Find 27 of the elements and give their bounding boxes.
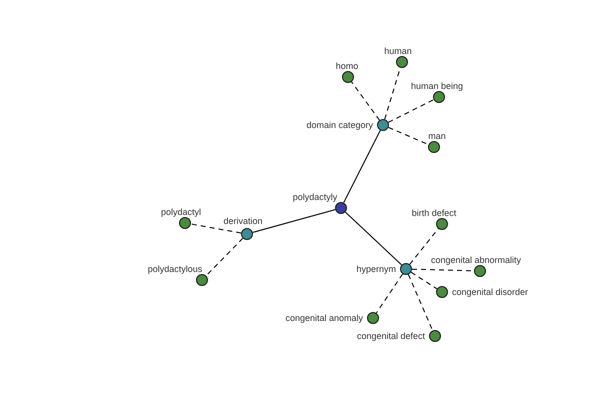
node-label: polydactylous (146, 264, 204, 274)
node-label: polydactyly (292, 192, 338, 202)
node-label: human (383, 46, 413, 56)
connector-line (344, 212, 402, 266)
dashed-connector (410, 272, 438, 290)
node-label: man (427, 131, 447, 141)
dashed-connector (206, 238, 244, 276)
node-label: derivation (222, 216, 264, 226)
dashed-connector (190, 224, 242, 234)
dashed-connector (409, 228, 439, 265)
node-label: hypernym (355, 264, 397, 274)
node-label: domain category (305, 120, 374, 130)
node-label: congenital anomaly (284, 313, 364, 323)
node-label: congenital abnormality (430, 255, 522, 265)
node-label: congenital disorder (451, 287, 530, 297)
dashed-connector (408, 274, 434, 331)
dashed-connector (388, 99, 434, 123)
connector-line (252, 209, 336, 233)
node-label: congenital defect (356, 331, 426, 341)
dashed-connector (376, 274, 404, 314)
node-label: polydactyl (160, 207, 202, 217)
node-label: birth defect (410, 208, 458, 218)
node-label: human being (410, 81, 464, 91)
node-label: homo (334, 61, 360, 71)
dashed-connector (388, 126, 429, 146)
connector-line (343, 130, 381, 204)
dashed-connector (351, 81, 380, 121)
